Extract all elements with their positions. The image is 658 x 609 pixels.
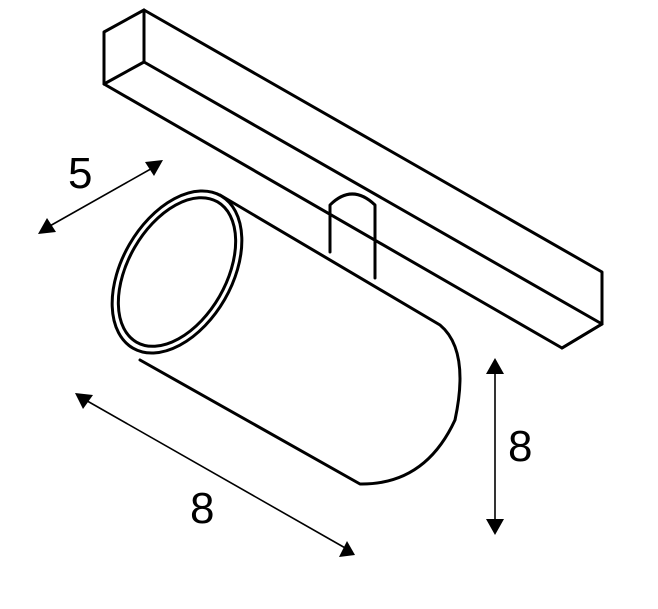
length-label: 8	[190, 484, 215, 533]
height-dimension-arrow	[486, 358, 504, 535]
length-dimension-arrow	[75, 393, 355, 557]
depth-dimension-arrow	[38, 160, 163, 234]
height-label: 8	[508, 422, 533, 471]
track-rail	[102, 8, 604, 350]
spotlight-cylinder	[110, 189, 462, 486]
adapter-post	[328, 192, 377, 280]
depth-label: 5	[68, 149, 93, 198]
